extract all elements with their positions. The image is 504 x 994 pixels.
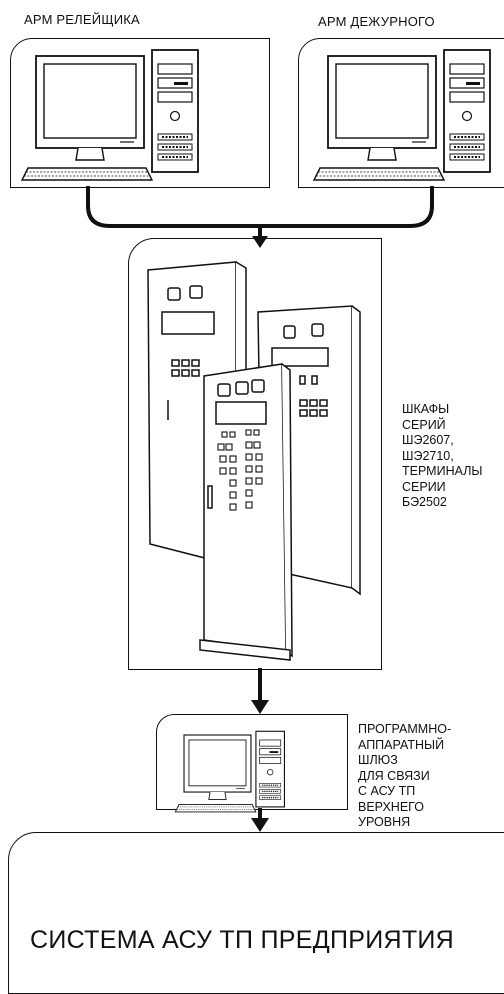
relay-computer-icon (22, 50, 198, 180)
gateway-label-line: ШЛЮЗ (358, 753, 451, 769)
cabinets-label: ШКАФЫ СЕРИЙ ШЭ2607, ШЭ2710, ТЕРМИНАЛЫ СЕ… (402, 402, 482, 511)
gateway-label-line: С АСУ ТП (358, 784, 451, 800)
cabinets-label-line: СЕРИЙ (402, 418, 482, 434)
gateway-label-line: АППАРАТНЫЙ (358, 738, 451, 754)
cabinets-label-line: ШЭ2710, (402, 449, 482, 465)
gateway-label: ПРОГРАММНО- АППАРАТНЫЙ ШЛЮЗ ДЛЯ СВЯЗИ С … (358, 722, 451, 831)
arrow-head-2 (251, 700, 269, 714)
gateway-label-line: УРОВНЯ (358, 815, 451, 831)
cabinets-label-line: ШКАФЫ (402, 402, 482, 418)
system-title: СИСТЕМА АСУ ТП ПРЕДПРИЯТИЯ (30, 926, 454, 955)
network-bus-line (88, 186, 432, 226)
gateway-computer-icon (175, 731, 284, 812)
duty-computer-icon (314, 50, 490, 180)
gateway-label-line: ДЛЯ СВЯЗИ (358, 769, 451, 785)
cabinets-label-line: БЭ2502 (402, 495, 482, 511)
gateway-label-line: ПРОГРАММНО- (358, 722, 451, 738)
cabinets-label-line: СЕРИИ (402, 480, 482, 496)
arrow-head-1 (252, 236, 268, 248)
arrow-head-3 (251, 818, 269, 832)
cabinets-label-line: ТЕРМИНАЛЫ (402, 464, 482, 480)
relay-cabinets-illustration (148, 262, 360, 660)
gateway-label-line: ВЕРХНЕГО (358, 800, 451, 816)
cabinets-label-line: ШЭ2607, (402, 433, 482, 449)
